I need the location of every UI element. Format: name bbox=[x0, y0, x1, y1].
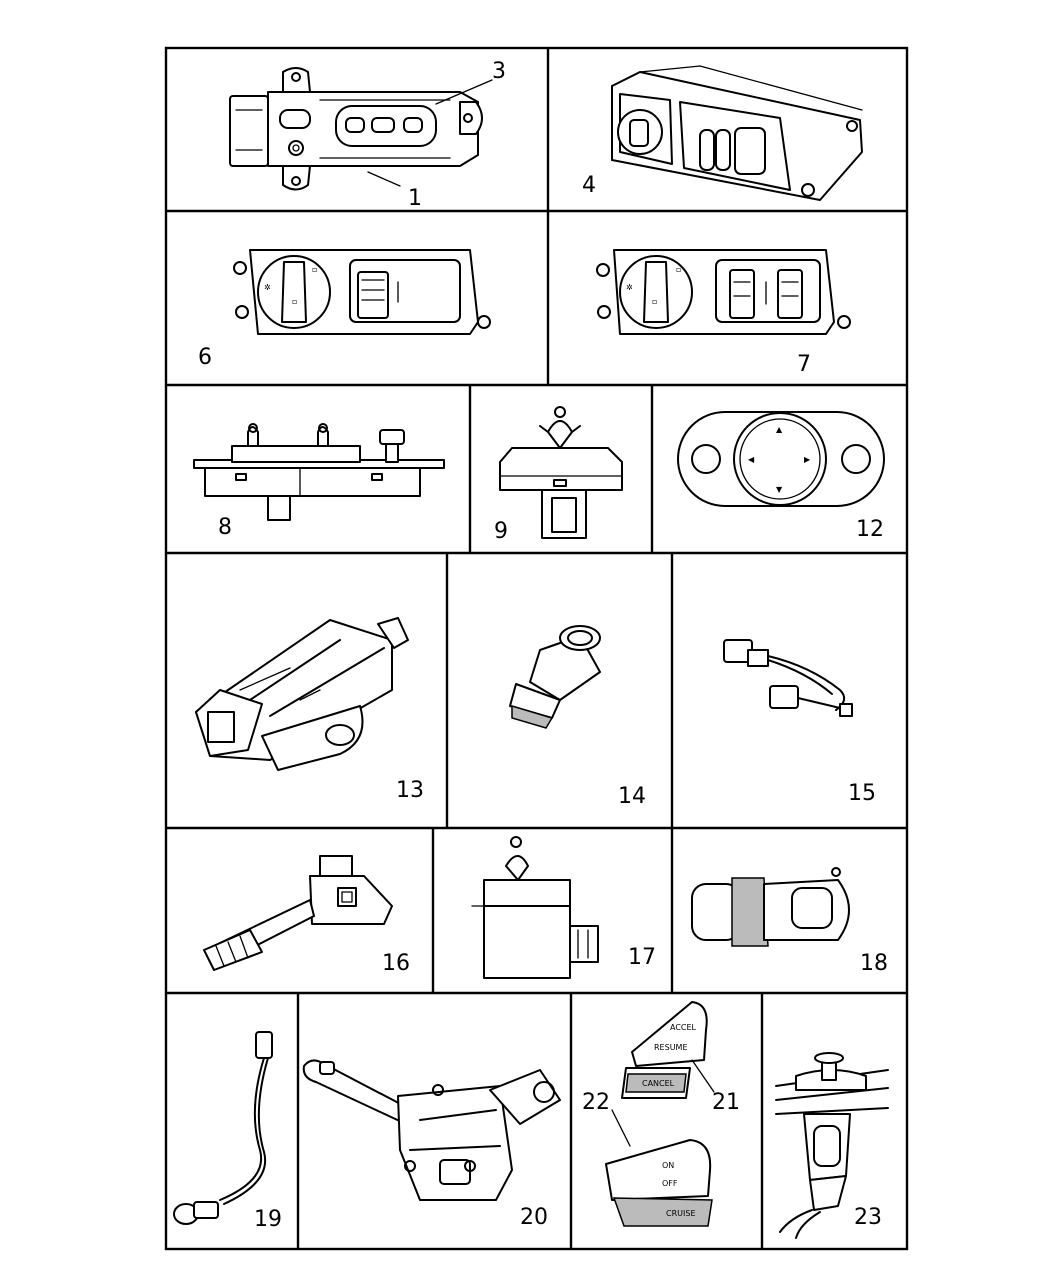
part-12-mirror-switch: ▲ ▼ ◀ ▶ bbox=[677, 411, 885, 507]
callout-12: 12 bbox=[856, 517, 884, 542]
on-label: ON bbox=[662, 1161, 674, 1170]
svg-text:▼: ▼ bbox=[776, 485, 783, 494]
callout-23: 23 bbox=[854, 1205, 882, 1230]
part-15-wired-sensor bbox=[723, 639, 853, 717]
part-20-multifunction-switch bbox=[302, 1059, 561, 1201]
part-17-clip-switch bbox=[471, 836, 599, 979]
svg-text:✲: ✲ bbox=[626, 283, 633, 292]
callout-1: 1 bbox=[408, 186, 422, 211]
callout-21: 21 bbox=[712, 1090, 740, 1115]
callout-15: 15 bbox=[848, 781, 876, 806]
resume-label: RESUME bbox=[654, 1043, 688, 1052]
part-13-brake-switch bbox=[195, 617, 409, 771]
callout-6: 6 bbox=[198, 345, 212, 370]
part-14-pressure-switch bbox=[509, 625, 601, 729]
off-label: OFF bbox=[662, 1179, 678, 1188]
svg-text:▫: ▫ bbox=[312, 265, 317, 274]
svg-text:▶: ▶ bbox=[804, 455, 811, 464]
part-19-wire-sensor bbox=[173, 1031, 273, 1225]
part-18-pressure-sender bbox=[691, 867, 850, 947]
part-21-cruise-buttons: ACCEL RESUME CANCEL bbox=[621, 1001, 715, 1099]
svg-text:▲: ▲ bbox=[776, 425, 783, 434]
part-22-cruise-onoff: ON OFF CRUISE bbox=[605, 1109, 713, 1227]
callout-19: 19 bbox=[254, 1207, 282, 1232]
callout-16: 16 bbox=[382, 951, 410, 976]
part-1-switch-bezel bbox=[229, 67, 493, 191]
part-9-clip-switch bbox=[499, 406, 623, 539]
callout-8: 8 bbox=[218, 515, 232, 540]
part-16-stalk-switch bbox=[203, 855, 393, 971]
svg-text:✲: ✲ bbox=[264, 283, 271, 292]
callout-18: 18 bbox=[860, 951, 888, 976]
part-8-module bbox=[193, 423, 445, 521]
svg-text:▫: ▫ bbox=[676, 265, 681, 274]
svg-text:◀: ◀ bbox=[748, 455, 755, 464]
part-23-plunger-switch bbox=[775, 1052, 889, 1239]
callout-3: 3 bbox=[492, 59, 506, 84]
cancel-label: CANCEL bbox=[642, 1079, 675, 1088]
callout-9: 9 bbox=[494, 519, 508, 544]
callout-14: 14 bbox=[618, 784, 646, 809]
callout-4: 4 bbox=[582, 173, 596, 198]
part-6-headlamp-switch: ✲ ▫ ▫ bbox=[233, 249, 491, 335]
cruise-label: CRUISE bbox=[666, 1209, 696, 1218]
part-4-headlamp-switch bbox=[611, 65, 863, 201]
svg-text:▫: ▫ bbox=[292, 297, 297, 306]
callout-7: 7 bbox=[797, 352, 811, 377]
callout-22: 22 bbox=[582, 1090, 610, 1115]
callout-20: 20 bbox=[520, 1205, 548, 1230]
callout-13: 13 bbox=[396, 778, 424, 803]
part-7-headlamp-switch: ✲ ▫ ▫ bbox=[596, 249, 851, 335]
callout-17: 17 bbox=[628, 945, 656, 970]
frame-grid bbox=[164, 46, 909, 1251]
svg-text:▫: ▫ bbox=[652, 297, 657, 306]
accel-label: ACCEL bbox=[670, 1023, 697, 1032]
